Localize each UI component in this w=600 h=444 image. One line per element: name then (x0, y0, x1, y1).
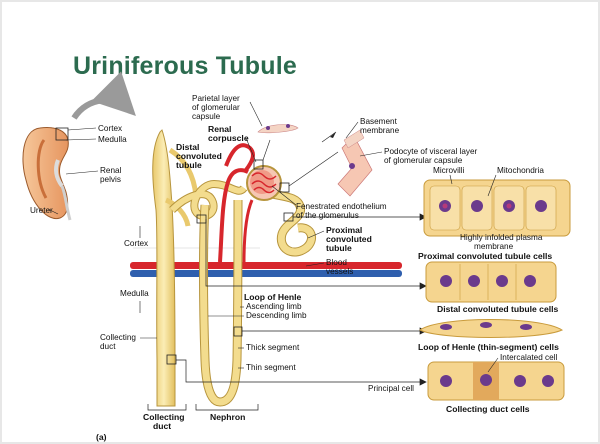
proximal-label-3: tubule (326, 243, 352, 253)
pct-cells-panel (424, 180, 570, 236)
renal-pelvis-label-1: Renal (100, 166, 122, 175)
infolded-label-2: membrane (474, 242, 514, 251)
blood-vessels-label-1: Blood (326, 258, 347, 267)
dct-cells-caption: Distal convoluted tubule cells (437, 304, 559, 314)
zoom-arrow (74, 100, 130, 118)
renal-pelvis-label-2: pelvis (100, 175, 121, 184)
collecting-duct-label-2: duct (100, 342, 116, 351)
cortex-side-label: Cortex (124, 239, 148, 248)
infolded-label-1: Highly infolded plasma (460, 233, 543, 242)
renal-corpuscle-label-2: corpuscle (208, 133, 249, 143)
podocyte-label-2: of glomerular capsule (384, 156, 463, 165)
cd-cells-caption: Collecting duct cells (446, 404, 530, 414)
fenestrated-label-2: of the glomerulus (296, 211, 359, 220)
bottom-nephron-label: Nephron (210, 412, 245, 422)
basement-label-1: Basement (360, 117, 398, 126)
loop-henle-label: Loop of Henle (244, 292, 302, 302)
intercalated-label: Intercalated cell (500, 353, 558, 362)
panel-label: (a) (96, 432, 107, 442)
medulla-side-label: Medulla (120, 289, 149, 298)
distal-label-3: tubule (176, 160, 202, 170)
dct-cells-panel (426, 262, 556, 302)
loh-cells-caption: Loop of Henle (thin-segment) cells (418, 342, 559, 352)
pct-cells-caption: Proximal convoluted tubule cells (418, 251, 552, 261)
blood-vessels-label-2: vessels (326, 267, 353, 276)
thick-segment-label: Thick segment (246, 343, 300, 352)
bottom-collecting-label-2: duct (153, 421, 171, 431)
cd-cells-panel (428, 362, 564, 400)
ascending-limb-label: Ascending limb (246, 302, 302, 311)
parietal-label-3: capsule (192, 112, 221, 121)
fenestrated-label-1: Fenestrated endothelium (296, 202, 387, 211)
kidney-cortex-label: Cortex (98, 124, 122, 133)
kidney-medulla-label: Medulla (98, 135, 127, 144)
mitochondria-label: Mitochondria (497, 166, 544, 175)
parietal-label-1: Parietal layer (192, 94, 240, 103)
collecting-duct-label-1: Collecting (100, 333, 136, 342)
podocyte-label-1: Podocyte of visceral layer (384, 147, 478, 156)
descending-limb-label: Descending limb (246, 311, 307, 320)
podocyte-inset (338, 130, 372, 196)
basement-label-2: membrane (360, 126, 400, 135)
microvilli-label: Microvilli (433, 166, 465, 175)
principal-label: Principal cell (368, 384, 414, 393)
thin-segment-label: Thin segment (246, 363, 296, 372)
loh-cells-panel (420, 320, 562, 338)
parietal-label-2: of glomerular (192, 103, 240, 112)
ureter-label: Ureter (30, 206, 53, 215)
parietal-layer-inset (258, 124, 298, 133)
